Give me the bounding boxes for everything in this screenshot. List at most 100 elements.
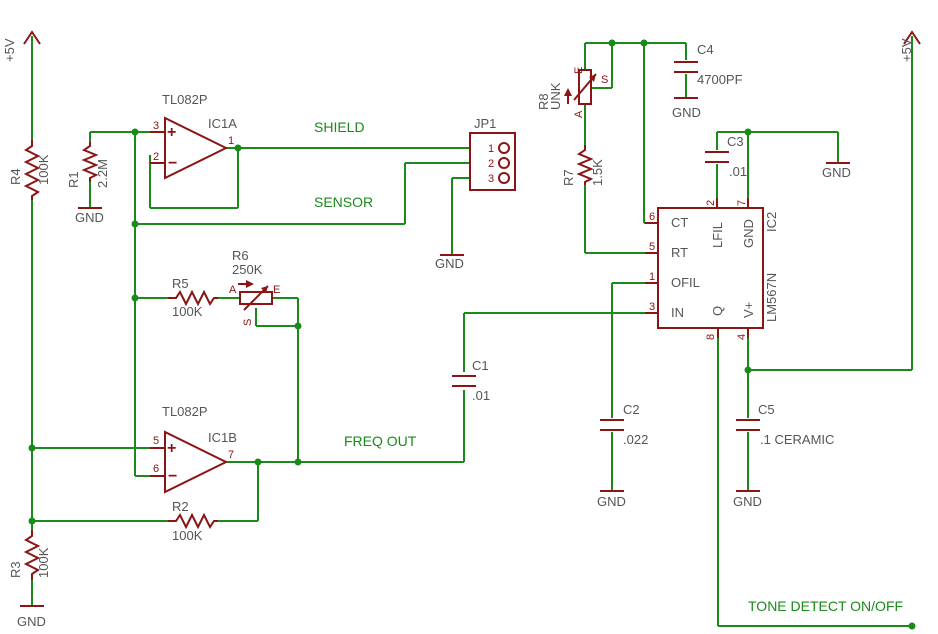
potentiometer-icon bbox=[578, 69, 592, 105]
gnd-c4: GND bbox=[672, 97, 701, 120]
resistor-r5: R5 100K bbox=[168, 276, 218, 319]
resistor-icon bbox=[23, 530, 41, 580]
junction-dot bbox=[908, 622, 916, 630]
part-name: R4 bbox=[8, 168, 23, 185]
part-name: R5 bbox=[172, 276, 189, 291]
resistor-icon bbox=[168, 289, 218, 307]
gnd-r3: GND bbox=[17, 605, 46, 629]
pin-number: 6 bbox=[153, 463, 159, 475]
part-value: 250K bbox=[232, 262, 263, 277]
pin-label: LFIL bbox=[710, 222, 725, 248]
ground-label: GND bbox=[597, 494, 626, 509]
supply-right: +5V bbox=[899, 30, 921, 62]
part-name: IC1A bbox=[208, 116, 237, 131]
part-name: R1 bbox=[66, 171, 81, 188]
part-name: IC1B bbox=[208, 430, 237, 445]
pin-number: 3 bbox=[488, 173, 494, 185]
opamp-ic1a: + − 3 2 1 TL082P IC1A bbox=[150, 92, 237, 180]
part-name: IC2 bbox=[764, 212, 779, 232]
pin-label: V+ bbox=[741, 302, 756, 318]
part-name: JP1 bbox=[474, 116, 496, 131]
capacitor-c3: C3 .01 bbox=[705, 134, 747, 179]
part-name: R8 bbox=[536, 93, 551, 110]
ground-label: GND bbox=[75, 210, 104, 225]
ic-body-icon bbox=[657, 207, 764, 329]
supply-arrow-icon bbox=[903, 30, 921, 45]
opamp-ic1b: + − 5 6 7 TL082P IC1B bbox=[150, 404, 237, 494]
pin-number: 1 bbox=[649, 271, 655, 283]
connector-pin-icon bbox=[498, 157, 510, 169]
part-value: 1.5K bbox=[590, 159, 605, 186]
plus-sign-icon: + bbox=[167, 124, 176, 141]
potentiometer-icon bbox=[239, 291, 273, 305]
minus-sign-icon: − bbox=[168, 155, 177, 172]
part-name: C4 bbox=[697, 42, 714, 57]
capacitor-c5: C5 .1 CERAMIC bbox=[736, 402, 834, 447]
part-type: TL082P bbox=[162, 92, 208, 107]
part-value: 4700PF bbox=[697, 72, 743, 87]
capacitor-c2: C2 .022 bbox=[600, 402, 648, 447]
part-value: .01 bbox=[729, 164, 747, 179]
pin-number: 2 bbox=[488, 158, 494, 170]
part-name: R7 bbox=[561, 169, 576, 186]
gnd-r1: GND bbox=[75, 207, 104, 225]
resistor-r3: R3 100K bbox=[8, 530, 51, 580]
junction-dot bbox=[640, 39, 648, 47]
arrow-right-icon bbox=[246, 280, 254, 288]
connector-body-icon bbox=[469, 132, 516, 191]
net-label-tone-detect: TONE DETECT ON/OFF bbox=[748, 598, 903, 614]
supply-label: +5V bbox=[2, 38, 17, 62]
ground-label: GND bbox=[822, 165, 851, 180]
resistor-icon bbox=[23, 140, 41, 200]
pin-label: OFIL bbox=[671, 275, 700, 290]
gnd-jp1: GND bbox=[435, 254, 464, 271]
resistor-r7: R7 1.5K bbox=[561, 145, 605, 186]
pin-label: E bbox=[273, 284, 280, 296]
opamp-triangle-icon bbox=[164, 430, 229, 494]
wires bbox=[31, 36, 913, 627]
net-label-freq-out: FREQ OUT bbox=[344, 433, 417, 449]
ground-label: GND bbox=[435, 256, 464, 271]
junction-dot bbox=[744, 128, 752, 136]
pin-number: 2 bbox=[153, 151, 159, 163]
supply-arrow-icon bbox=[23, 30, 41, 45]
pin-number: 8 bbox=[705, 334, 717, 340]
junction-dot bbox=[131, 128, 139, 136]
connector-jp1: 1 2 3 JP1 bbox=[469, 116, 516, 191]
pin-number: 1 bbox=[228, 135, 234, 147]
part-value: .022 bbox=[623, 432, 648, 447]
part-value: .01 bbox=[472, 388, 490, 403]
gnd-c2: GND bbox=[597, 490, 626, 509]
capacitor-c4: C4 4700PF bbox=[674, 42, 743, 87]
resistor-icon bbox=[576, 145, 594, 185]
plus-sign-icon: + bbox=[167, 440, 176, 457]
ground-label: GND bbox=[17, 614, 46, 629]
junction-dot bbox=[131, 294, 139, 302]
opamp-triangle-icon bbox=[164, 116, 229, 180]
resistor-icon bbox=[168, 512, 218, 530]
junction-dot bbox=[131, 220, 139, 228]
pin-label: S bbox=[242, 319, 254, 326]
potentiometer-r6: R6 250K A E S bbox=[229, 248, 280, 326]
pin-number: 3 bbox=[153, 120, 159, 132]
junctions bbox=[28, 39, 916, 630]
part-name: C2 bbox=[623, 402, 640, 417]
pin-number: 3 bbox=[649, 301, 655, 313]
resistor-r4: R4 100K bbox=[8, 140, 51, 200]
pin-label: RT bbox=[671, 245, 688, 260]
junction-dot bbox=[744, 366, 752, 374]
supply-label: +5V bbox=[899, 38, 914, 62]
resistor-r2: R2 100K bbox=[168, 499, 218, 543]
part-value: UNK bbox=[548, 82, 563, 110]
part-value: 100K bbox=[172, 528, 203, 543]
minus-sign-icon: − bbox=[168, 468, 177, 485]
junction-dot bbox=[608, 39, 616, 47]
part-name: R2 bbox=[172, 499, 189, 514]
resistor-r1: R1 2.2M bbox=[66, 142, 110, 188]
junction-dot bbox=[294, 458, 302, 466]
pin-number: 7 bbox=[228, 449, 234, 461]
pin-label: A bbox=[573, 110, 585, 118]
pin-number: 1 bbox=[488, 143, 494, 155]
pin-number: 4 bbox=[736, 334, 748, 340]
